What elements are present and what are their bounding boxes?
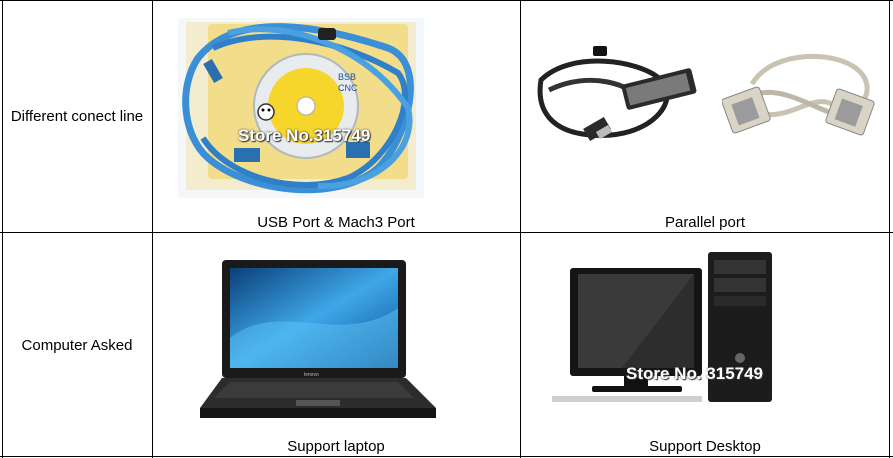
svg-text:BSB: BSB: [338, 72, 356, 82]
laptop-image: lenovo: [200, 258, 436, 422]
usb-cable-cd-image: BSB CNC: [178, 18, 424, 198]
caption-parallel-port: Parallel port: [664, 214, 746, 231]
usb-parallel-cable-image: [531, 40, 711, 152]
table-border-bottom: [0, 456, 893, 457]
column-divider-1: [152, 0, 153, 458]
row-divider: [0, 232, 893, 233]
column-divider-2: [520, 0, 521, 458]
caption-support-desktop: Support Desktop: [649, 438, 761, 455]
svg-text:lenovo: lenovo: [304, 372, 319, 378]
table-border-top: [0, 0, 893, 1]
row-label-computer-asked: Computer Asked: [21, 337, 133, 354]
caption-usb-mach3: USB Port & Mach3 Port: [257, 214, 415, 231]
parallel-cable-image: [722, 44, 884, 154]
caption-support-laptop: Support laptop: [287, 438, 385, 455]
row-label-connect-line: Different conect line: [10, 108, 144, 125]
svg-text:CNC: CNC: [338, 83, 358, 93]
watermark-text: Store No. 315749: [626, 364, 764, 383]
watermark-text: Store No.315749: [238, 126, 371, 145]
desktop-computer-image: [552, 248, 802, 404]
table-border-left: [2, 0, 3, 458]
table-border-right: [889, 0, 890, 458]
